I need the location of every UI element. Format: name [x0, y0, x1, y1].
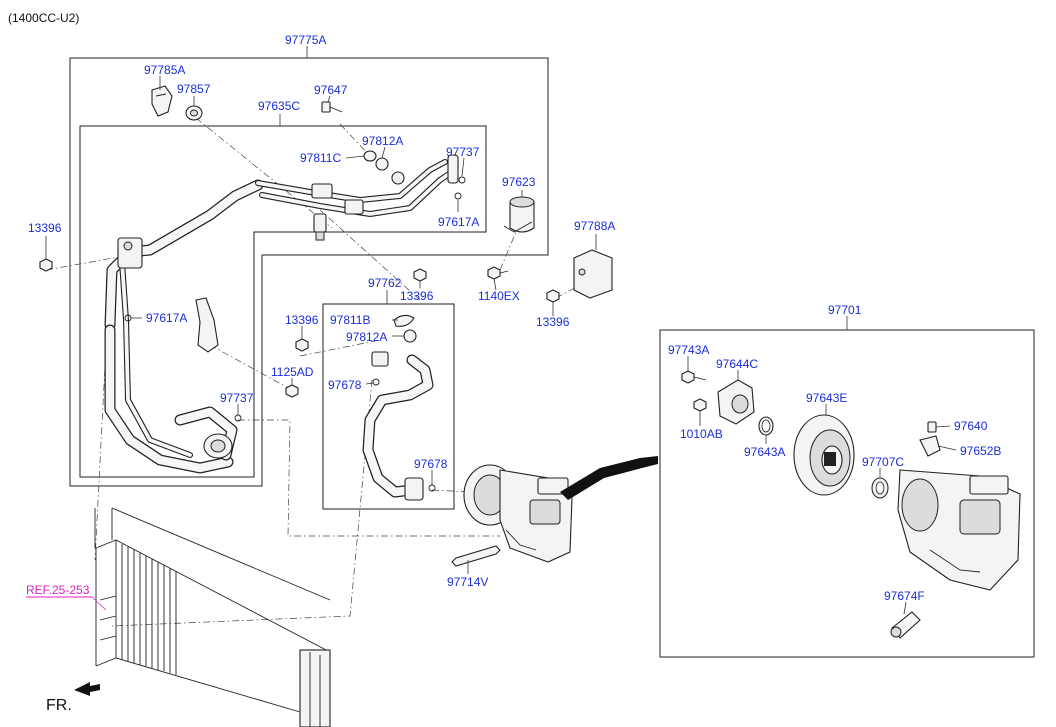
cap-97812A-mid: [403, 329, 417, 343]
nut-13396-right: [546, 289, 560, 303]
label-97617A-right[interactable]: 97617A: [438, 215, 479, 229]
hub-97644C: [717, 379, 755, 425]
label-97707C[interactable]: 97707C: [862, 455, 904, 469]
assembly-97701-box: [659, 316, 1035, 658]
label-97643E[interactable]: 97643E: [806, 391, 847, 405]
variant-header: (1400CC-U2): [8, 11, 79, 25]
discharge-hose: [362, 351, 436, 501]
nut-13396-left: [39, 258, 53, 272]
label-97812A-top[interactable]: 97812A: [362, 134, 403, 148]
bolt-97647: [321, 101, 343, 113]
label-97623[interactable]: 97623: [502, 175, 536, 189]
receiver-97623: [503, 196, 535, 233]
front-arrow-icon: [74, 682, 100, 696]
label-97674F[interactable]: 97674F: [884, 589, 925, 603]
label-97762[interactable]: 97762: [368, 276, 402, 290]
oring-97737-top: [458, 176, 466, 184]
label-13396-left[interactable]: 13396: [28, 221, 62, 235]
label-97652B[interactable]: 97652B: [960, 444, 1001, 458]
bolt-97714V: [451, 545, 501, 567]
hose-fitting: [117, 237, 143, 269]
label-97743A[interactable]: 97743A: [668, 343, 709, 357]
bolt-97743A: [681, 370, 707, 384]
nut-13396-center: [295, 338, 309, 352]
label-13396-right[interactable]: 13396: [536, 315, 570, 329]
label-97785A[interactable]: 97785A: [144, 63, 185, 77]
leader-lines: [45, 76, 957, 615]
pulley-97643E: [793, 414, 855, 496]
label-97647[interactable]: 97647: [314, 83, 348, 97]
ring-97707C: [871, 477, 889, 499]
bracket-97617A: [124, 297, 219, 353]
bracket-97652B: [919, 435, 941, 457]
detail-arrow: [560, 456, 658, 500]
bolt-1010AB: [693, 398, 707, 412]
label-97737-top[interactable]: 97737: [446, 145, 480, 159]
cover-97788A: [573, 249, 613, 299]
part-labels: 97785A 97857 97647 97812A 97811C 97737 9…: [28, 63, 1001, 603]
clip-97785A: [151, 85, 173, 117]
label-97678-upper[interactable]: 97678: [328, 378, 362, 392]
label-1125AD[interactable]: 1125AD: [271, 365, 314, 379]
label-1010AB[interactable]: 1010AB: [680, 427, 723, 441]
front-label: FR.: [46, 697, 72, 714]
nut-13396-mid: [413, 268, 427, 282]
assembly-97635C-box: [79, 114, 487, 478]
compressor-main: [463, 464, 573, 563]
label-13396-mid[interactable]: 13396: [400, 289, 434, 303]
cap-97812A-top: [375, 157, 405, 185]
bolt-1140EX: [487, 266, 509, 280]
bolt-1125AD: [285, 384, 299, 398]
label-97714V[interactable]: 97714V: [447, 575, 488, 589]
label-97701[interactable]: 97701: [828, 303, 862, 317]
label-97678-lower[interactable]: 97678: [414, 457, 448, 471]
valve-97674F: [890, 611, 921, 639]
label-97643A[interactable]: 97643A: [744, 445, 785, 459]
label-97857[interactable]: 97857: [177, 82, 211, 96]
shim-97643A: [758, 416, 774, 436]
assembly-97775A-box: [69, 46, 549, 487]
label-97812A-mid[interactable]: 97812A: [346, 330, 387, 344]
label-97640[interactable]: 97640: [954, 419, 988, 433]
oring-97617A-right: [454, 192, 462, 200]
label-13396-center[interactable]: 13396: [285, 313, 319, 327]
screw-97640: [927, 421, 937, 433]
ref-leader: [91, 596, 107, 611]
suction-hose: [104, 179, 264, 474]
liquid-pipe: [119, 154, 459, 458]
label-97811B[interactable]: 97811B: [330, 313, 370, 327]
label-97617A-left[interactable]: 97617A: [146, 311, 187, 325]
ref-label[interactable]: REF.25-253: [26, 583, 90, 597]
label-97811C[interactable]: 97811C: [300, 151, 341, 165]
label-1140EX[interactable]: 1140EX: [478, 289, 520, 303]
oring-97811B: [393, 314, 415, 327]
label-97775A[interactable]: 97775A: [285, 33, 326, 47]
cap-97811C: [363, 150, 377, 162]
assembly-97762-box: [322, 290, 455, 510]
label-97644C[interactable]: 97644C: [716, 357, 758, 371]
label-97635C[interactable]: 97635C: [258, 99, 300, 113]
condenser: [94, 507, 331, 727]
grommet-97857: [185, 105, 203, 121]
label-97737-lower[interactable]: 97737: [220, 391, 254, 405]
label-97788A[interactable]: 97788A: [574, 219, 615, 233]
compressor-detail: [897, 469, 1021, 591]
pressure-switch: [313, 213, 327, 241]
